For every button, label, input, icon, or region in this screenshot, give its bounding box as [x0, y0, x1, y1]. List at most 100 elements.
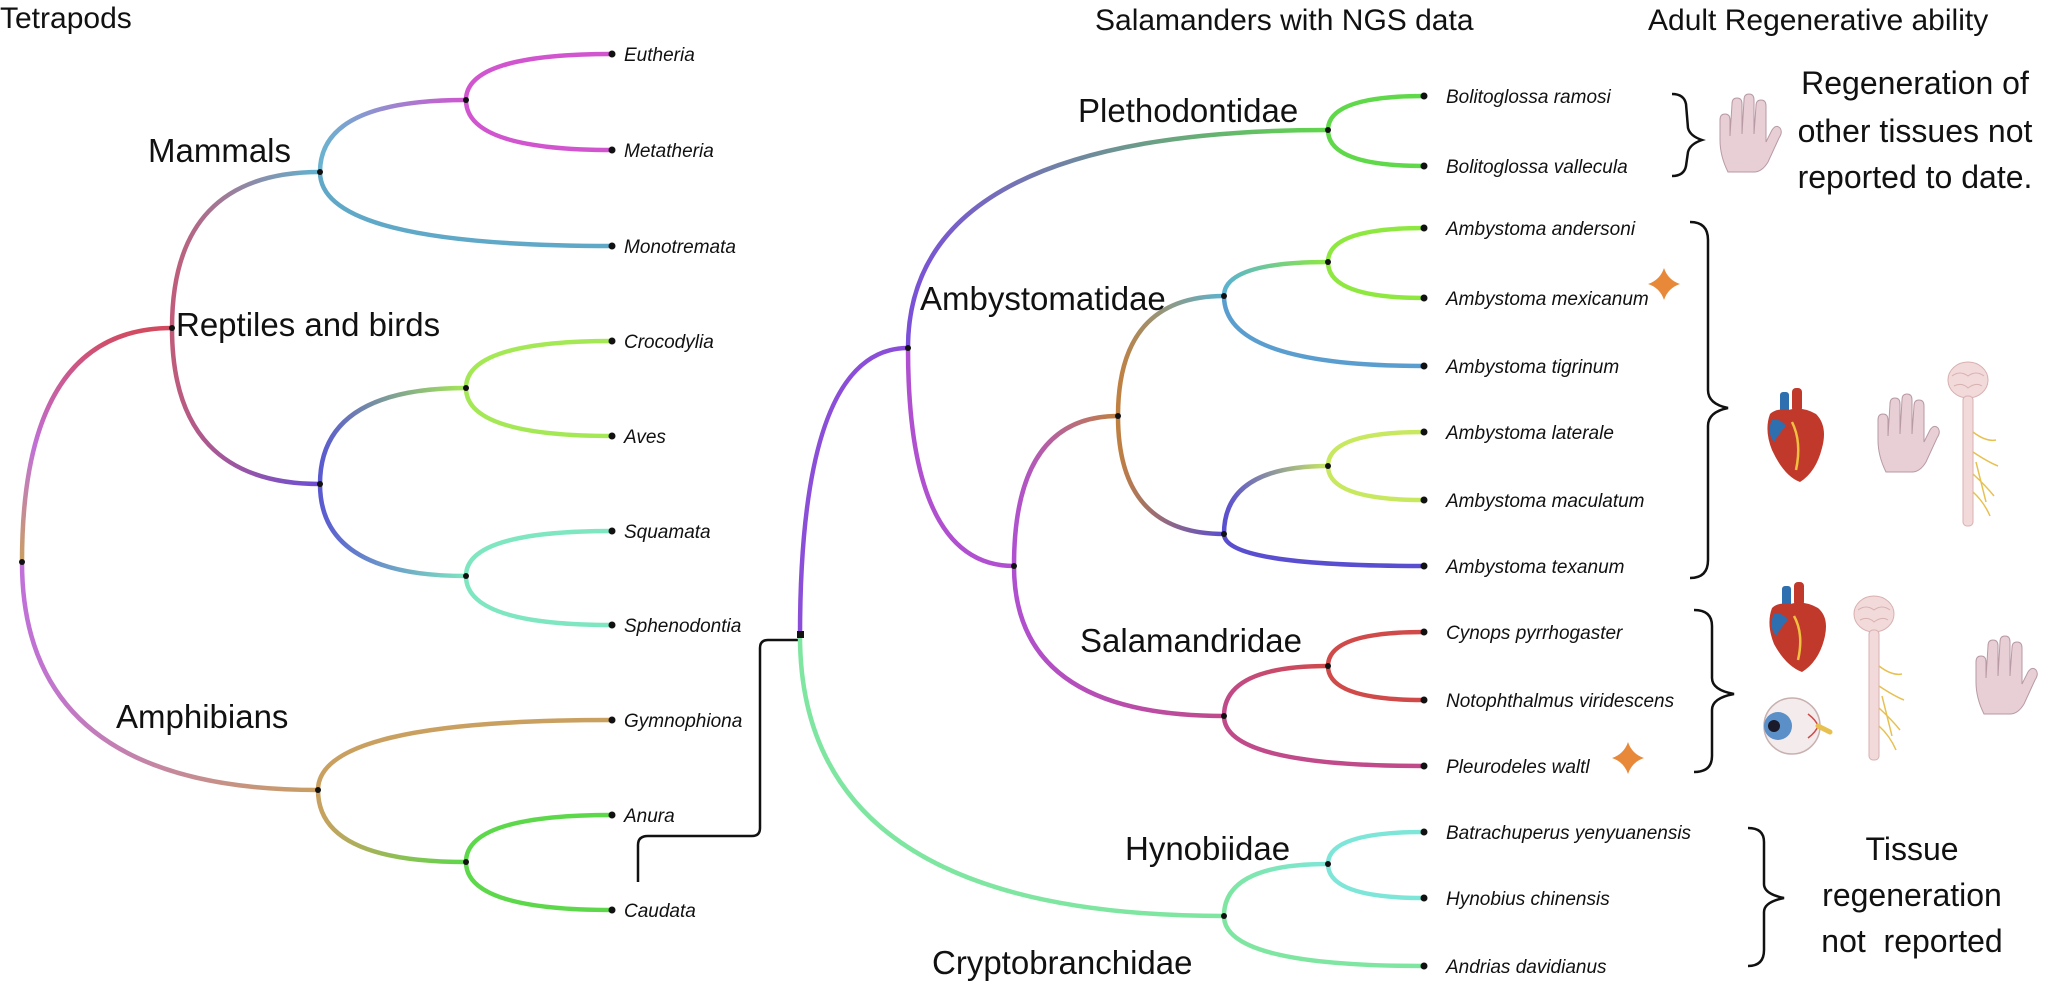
node: [463, 97, 469, 103]
species-label: Bolitoglossa ramosi: [1446, 87, 1612, 108]
branch-lepidosaurs: [317, 481, 469, 579]
hand-icon: [1975, 635, 2038, 715]
branch-amb-clade2: [1115, 413, 1227, 537]
branch-crocodylia: [463, 338, 615, 391]
taxon-label: Monotremata: [624, 237, 736, 258]
brace-plethodontidae: [1671, 92, 1706, 178]
family-label-hynobiidae: Hynobiidae: [1125, 830, 1290, 867]
species-label: Andrias davidianus: [1445, 957, 1607, 978]
branch-plethodontidae: [905, 127, 1331, 351]
group-label-mammals: Mammals: [148, 132, 291, 169]
species-label: Cynops pyrrhogaster: [1446, 623, 1623, 644]
brace-hynobiidae: [1747, 826, 1785, 968]
node: [463, 573, 469, 579]
node: [463, 385, 469, 391]
branch-b-vallecula: [1325, 127, 1427, 169]
spinal-cord-icon: [1947, 361, 1999, 527]
branch-texanum: [1221, 531, 1427, 569]
branch-caudata: [463, 859, 615, 913]
eye-icon: [1763, 697, 1833, 755]
branch-cynops: [1325, 629, 1427, 669]
branch-hynobiidae: [1221, 861, 1331, 919]
note-line: reported to date.: [1798, 159, 2033, 195]
salamander-tree: Bolitoglossa ramosi Bolitoglossa vallecu…: [797, 87, 1692, 981]
salamanders-header: Salamanders with NGS data: [1095, 4, 1474, 37]
branch-pleurodeles: [1221, 713, 1427, 769]
branch-amphibians: [19, 559, 321, 793]
branch-reptiles: [169, 325, 323, 487]
branch-aves: [463, 385, 615, 439]
caudata-connector: [636, 638, 800, 882]
taxon-label: Metatheria: [624, 141, 714, 162]
species-label: Ambystoma andersoni: [1445, 219, 1636, 240]
species-label: Ambystoma tigrinum: [1445, 357, 1619, 378]
branch-mexicanum: [1325, 259, 1427, 301]
branch-eutheria: [463, 51, 615, 103]
branch-gymnophiona: [315, 717, 615, 793]
taxon-label: Sphenodontia: [624, 616, 741, 637]
taxon-label: Gymnophiona: [624, 711, 742, 732]
node: [169, 325, 175, 331]
species-label: Ambystoma maculatum: [1445, 491, 1645, 512]
heart-icon: [1769, 582, 1826, 672]
note-line: other tissues not: [1798, 113, 2033, 149]
node: [315, 787, 321, 793]
note-plethodontidae: Regeneration of other tissues not report…: [1798, 65, 2033, 195]
tetrapods-header: Tetrapods: [0, 2, 132, 35]
branch-batrachia: [315, 787, 469, 865]
family-label-plethodontidae: Plethodontidae: [1078, 92, 1298, 129]
branch-anura: [463, 812, 615, 865]
node: [317, 481, 323, 487]
taxon-label: Aves: [623, 427, 666, 448]
branch-andrias: [1221, 913, 1427, 969]
branch-salamandridae: [1011, 563, 1227, 719]
node: [317, 169, 323, 175]
taxon-label: Anura: [623, 806, 675, 827]
branch-laterale: [1325, 429, 1427, 469]
branch-cyn-not: [1221, 663, 1331, 719]
salamander-tips: [1420, 92, 1428, 970]
taxon-label: Caudata: [624, 901, 696, 922]
branch-monotremata: [317, 169, 615, 249]
note-line: not reported: [1821, 923, 2002, 959]
species-label: Pleurodeles waltl: [1446, 757, 1590, 778]
branch-root-upper: [19, 325, 175, 565]
taxon-label: Crocodylia: [624, 332, 714, 353]
branch-amb-clade1: [1115, 293, 1227, 419]
branch-b-ramosi: [1325, 93, 1427, 133]
note-line: Regeneration of: [1801, 65, 2029, 101]
family-label-salamandridae: Salamandridae: [1080, 622, 1302, 659]
branch-amb-sal: [905, 345, 1017, 569]
species-label: Notophthalmus viridescens: [1446, 691, 1675, 712]
branch-batrachuperus: [1325, 829, 1427, 867]
branch-mammals: [169, 169, 323, 331]
branch-squamata: [463, 528, 615, 579]
heart-icon: [1767, 388, 1824, 482]
tetrapod-tree: Eutheria Metatheria Monotremata Crocodyl…: [19, 45, 742, 922]
branch-tigrinum: [1221, 293, 1427, 369]
group-label-reptiles: Reptiles and birds: [176, 306, 440, 343]
star-icon: [1648, 268, 1680, 300]
branch-andersoni: [1325, 225, 1427, 265]
taxon-label: Eutheria: [624, 45, 695, 66]
branch-notophthalmus: [1325, 663, 1427, 703]
taxon-label: Squamata: [624, 522, 711, 543]
note-line: Tissue: [1865, 831, 1958, 867]
species-label: Ambystoma mexicanum: [1445, 289, 1649, 310]
group-label-amphibians: Amphibians: [116, 698, 288, 735]
branch-sal-upper: [797, 345, 911, 639]
branch-maculatum: [1325, 463, 1427, 503]
branch-theria: [317, 97, 469, 175]
branch-sphenodontia: [463, 573, 615, 628]
species-label: Hynobius chinensis: [1446, 889, 1610, 910]
spinal-cord-icon: [1853, 595, 1905, 761]
branch-hynobius: [1325, 861, 1427, 901]
branch-lat-mac: [1221, 463, 1331, 537]
note-hynobiidae: Tissue regeneration not reported: [1821, 831, 2002, 959]
family-label-ambystomatidae: Ambystomatidae: [920, 280, 1166, 317]
regen-header: Adult Regenerative ability: [1648, 4, 1988, 37]
species-label: Ambystoma laterale: [1445, 423, 1614, 444]
tetrapod-tips: [608, 50, 616, 914]
branch-archosaurs: [317, 385, 469, 487]
